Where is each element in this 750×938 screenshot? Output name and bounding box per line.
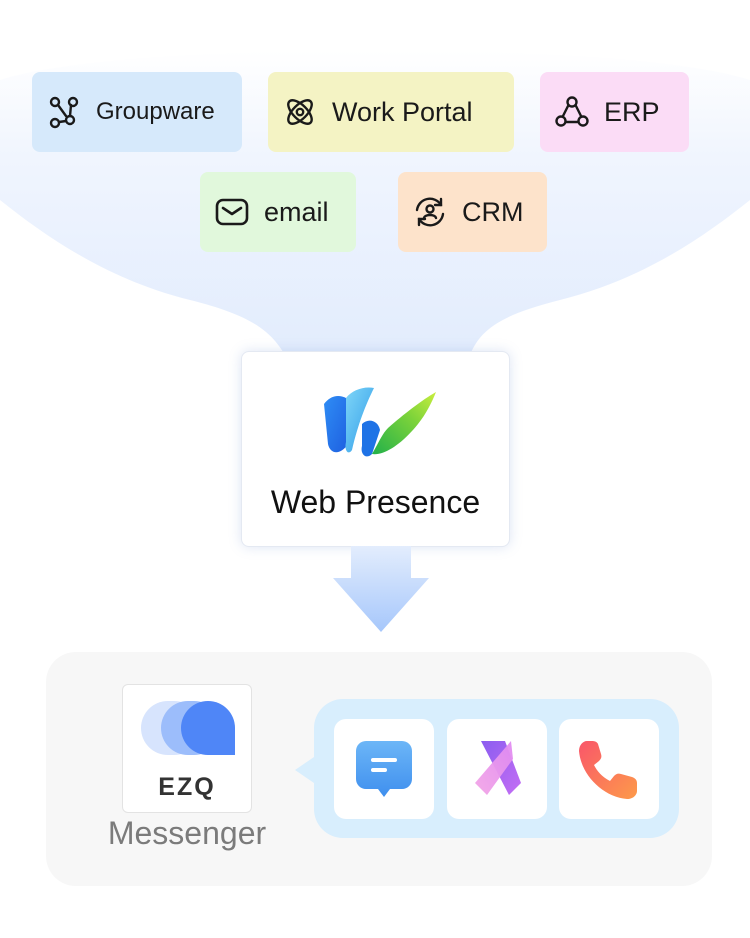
- groupware-label: Groupware: [96, 98, 215, 125]
- funnel-background: [0, 50, 750, 355]
- network-nodes-icon: [46, 94, 82, 130]
- ezq-logo-card[interactable]: EZQ: [122, 684, 252, 813]
- work-portal-label: Work Portal: [332, 96, 473, 127]
- ezq-brand-text: EZQ: [158, 773, 216, 801]
- email-label: email: [264, 196, 329, 227]
- work-portal-chip[interactable]: Work Portal: [268, 72, 514, 152]
- user-sync-icon: [412, 194, 448, 230]
- erp-chip[interactable]: ERP: [540, 72, 689, 152]
- groupware-chip[interactable]: Groupware: [32, 72, 242, 152]
- web-presence-title: Web Presence: [270, 484, 481, 520]
- flow-down-arrow: [333, 546, 429, 632]
- triangle-nodes-icon: [554, 94, 590, 130]
- x-ribbon-icon: [475, 741, 521, 795]
- chat-app-tile[interactable]: [334, 719, 434, 819]
- web-presence-card[interactable]: Web Presence: [241, 351, 510, 547]
- w-ribbon-logo: [324, 387, 436, 457]
- x-app-tile[interactable]: [447, 719, 547, 819]
- crm-chip[interactable]: CRM: [398, 172, 547, 252]
- messenger-label: Messenger: [107, 815, 267, 851]
- phone-app-tile[interactable]: [559, 719, 659, 819]
- chat-bubble-icon: [356, 741, 412, 797]
- crm-label: CRM: [462, 196, 524, 227]
- erp-label: ERP: [604, 96, 660, 127]
- email-chip[interactable]: email: [200, 172, 356, 252]
- atom-icon: [282, 94, 318, 130]
- envelope-icon: [214, 194, 250, 230]
- phone-icon: [579, 741, 637, 799]
- ezq-logo-icon: [141, 701, 235, 755]
